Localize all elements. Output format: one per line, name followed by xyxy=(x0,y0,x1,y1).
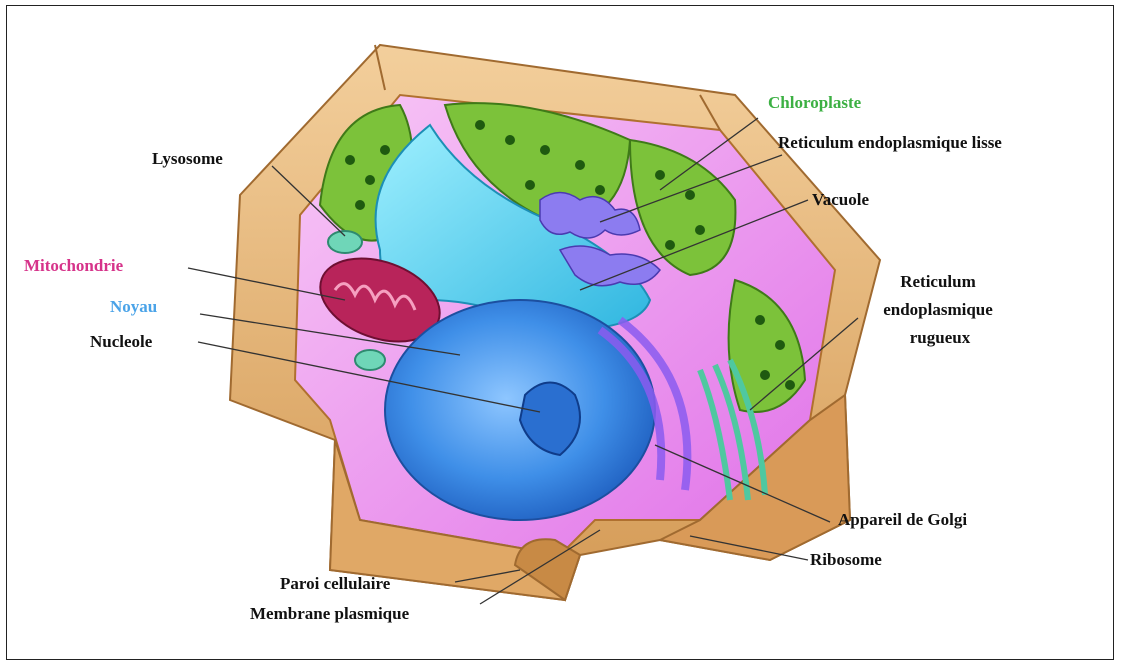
label-nucleole: Nucleole xyxy=(90,332,152,352)
label-membrane: Membrane plasmique xyxy=(250,604,409,624)
label-reticulum-rugueux-1: Reticulum xyxy=(898,272,978,292)
label-paroi: Paroi cellulaire xyxy=(280,574,390,594)
label-noyau: Noyau xyxy=(110,297,157,317)
label-golgi: Appareil de Golgi xyxy=(838,510,967,530)
label-reticulum-lisse: Reticulum endoplasmique lisse xyxy=(778,133,1002,153)
vesicle xyxy=(355,350,385,370)
lysosome xyxy=(328,231,362,253)
label-reticulum-rugueux-2: endoplasmique xyxy=(868,300,1008,320)
label-lysosome: Lysosome xyxy=(152,149,223,169)
label-reticulum-rugueux-3: rugueux xyxy=(895,328,985,348)
label-mitochondrie: Mitochondrie xyxy=(24,256,123,276)
label-vacuole: Vacuole xyxy=(812,190,869,210)
nucleus xyxy=(385,300,655,520)
label-ribosome: Ribosome xyxy=(810,550,882,570)
label-chloroplaste: Chloroplaste xyxy=(768,93,861,113)
